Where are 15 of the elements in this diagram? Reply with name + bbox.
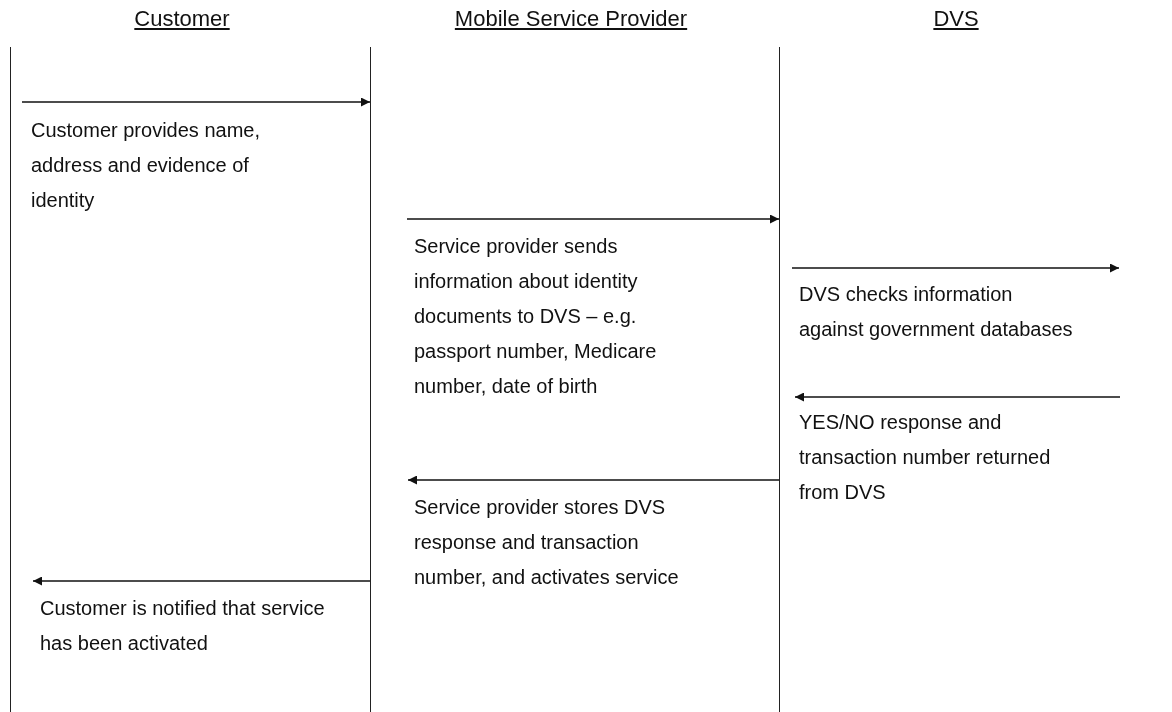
edge-label: DVS checks information against government databases — [799, 282, 1074, 342]
arrow — [407, 475, 780, 485]
arrow — [794, 392, 1121, 402]
edge-label: Customer provides name, address and evidence of identity — [31, 118, 261, 213]
arrow — [21, 97, 371, 107]
lane-header: Customer — [134, 6, 230, 32]
edge-label: Service provider sends information about identity documents to DVS – e.g. passport number, Medicare number, date of birth — [414, 234, 658, 399]
arrow — [791, 263, 1120, 273]
edge-label: Service provider stores DVS response and transaction number, and activates service — [414, 495, 680, 590]
edge-label: Customer is notified that service has been activated — [40, 596, 326, 656]
arrow — [406, 214, 780, 224]
arrow — [32, 576, 371, 586]
lane-header: Mobile Service Provider — [454, 6, 688, 32]
lane-header: DVS — [933, 6, 979, 32]
edge-label: YES/NO response and transaction number returned from DVS — [799, 410, 1052, 505]
